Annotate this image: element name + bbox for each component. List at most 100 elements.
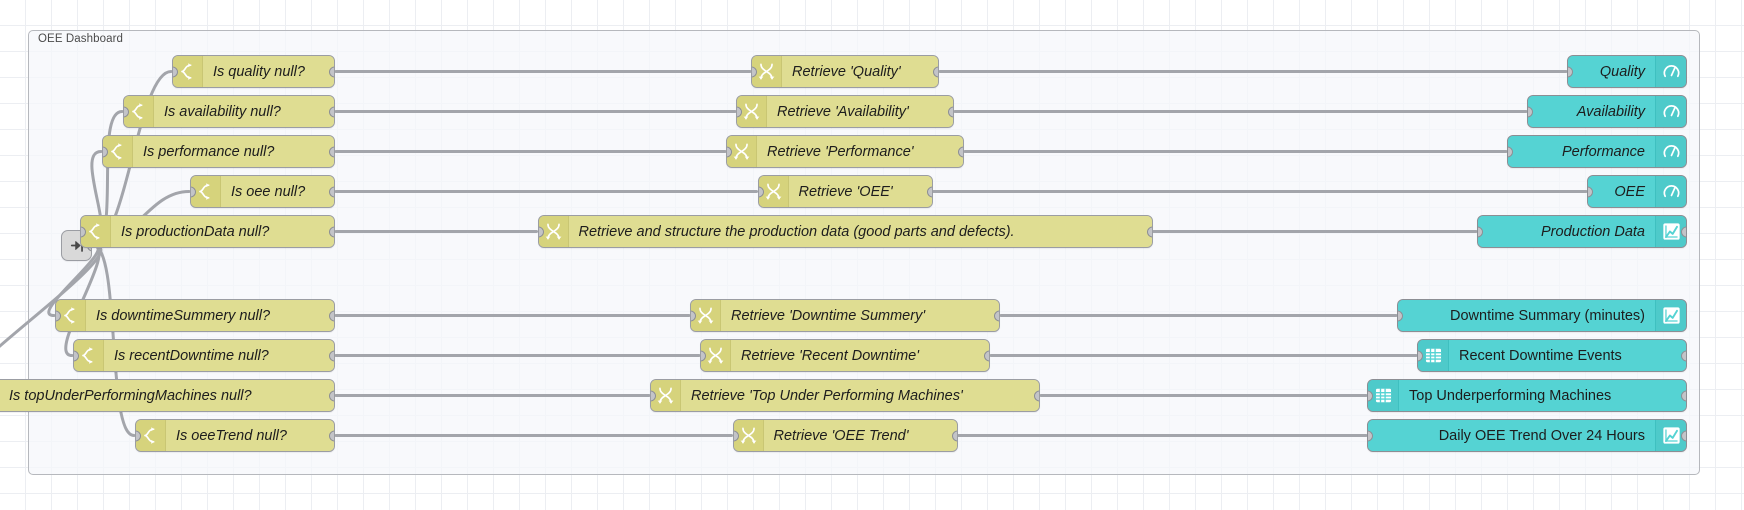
dashboard-widget-node[interactable]: Quality: [1567, 55, 1687, 88]
gauge-icon: [1655, 96, 1686, 127]
output-port[interactable]: [948, 106, 953, 117]
output-port[interactable]: [1146, 226, 1152, 237]
node-label: Is quality null?: [203, 56, 334, 87]
switch-branch-icon: [191, 176, 221, 207]
switch-branch-icon: [103, 136, 133, 167]
node-label: Recent Downtime Events: [1449, 340, 1686, 371]
switch-branch-icon: [136, 420, 166, 451]
switch-branch-icon: [81, 216, 111, 247]
node-label: Retrieve 'Recent Downtime': [731, 340, 989, 371]
switch-node[interactable]: Is oee null?: [190, 175, 335, 208]
output-port[interactable]: [926, 186, 932, 197]
change-node[interactable]: Retrieve 'Availability': [736, 95, 954, 128]
change-swap-icon: [691, 300, 721, 331]
change-node[interactable]: Retrieve 'Quality': [751, 55, 939, 88]
node-label: Production Data: [1478, 216, 1655, 247]
dashboard-widget-node[interactable]: Daily OEE Trend Over 24 Hours: [1367, 419, 1687, 452]
output-port[interactable]: [1681, 226, 1686, 237]
output-port[interactable]: [984, 350, 989, 361]
output-port[interactable]: [329, 186, 334, 197]
switch-node[interactable]: Is recentDowntime null?: [73, 339, 335, 372]
output-port[interactable]: [329, 430, 334, 441]
output-port[interactable]: [329, 66, 334, 77]
output-port[interactable]: [329, 310, 334, 321]
change-node[interactable]: Retrieve 'Top Under Performing Machines': [650, 379, 1040, 412]
output-port[interactable]: [958, 146, 963, 157]
node-label: Retrieve and structure the production da…: [568, 216, 1152, 247]
node-label: Retrieve 'Top Under Performing Machines': [681, 380, 1039, 411]
dashboard-widget-node[interactable]: OEE: [1587, 175, 1687, 208]
node-label: Quality: [1568, 56, 1655, 87]
switch-node[interactable]: Is oeeTrend null?: [135, 419, 335, 452]
change-swap-icon: [538, 216, 569, 247]
node-label: Daily OEE Trend Over 24 Hours: [1368, 420, 1655, 451]
node-label: Retrieve 'Quality': [782, 56, 938, 87]
switch-node[interactable]: Is productionData null?: [80, 215, 335, 248]
switch-branch-icon: [74, 340, 104, 371]
switch-branch-icon: [173, 56, 203, 87]
gauge-icon: [1655, 56, 1686, 87]
node-label: Performance: [1508, 136, 1655, 167]
node-label: Retrieve 'OEE': [788, 176, 932, 207]
output-port[interactable]: [994, 310, 999, 321]
node-label: Is oee null?: [221, 176, 334, 207]
change-node[interactable]: Retrieve 'Performance': [726, 135, 964, 168]
switch-node[interactable]: Is downtimeSummery null?: [55, 299, 335, 332]
node-label: Availability: [1528, 96, 1655, 127]
output-port[interactable]: [1681, 390, 1686, 401]
change-node[interactable]: Retrieve 'Downtime Summery': [690, 299, 1000, 332]
gauge-icon: [1655, 176, 1686, 207]
output-port[interactable]: [329, 106, 334, 117]
output-port[interactable]: [1681, 430, 1686, 441]
table-grid-icon: [1368, 380, 1399, 411]
output-port[interactable]: [329, 350, 334, 361]
switch-node[interactable]: Is performance null?: [102, 135, 335, 168]
node-label: Is performance null?: [133, 136, 334, 167]
node-label: Is availability null?: [154, 96, 334, 127]
dashboard-widget-node[interactable]: Downtime Summary (minutes): [1397, 299, 1687, 332]
output-port[interactable]: [329, 146, 334, 157]
node-label: Is oeeTrend null?: [166, 420, 334, 451]
line-chart-icon: [1655, 216, 1686, 247]
node-label: Retrieve 'Performance': [757, 136, 963, 167]
node-label: Retrieve 'OEE Trend': [763, 420, 957, 451]
change-swap-icon: [651, 380, 681, 411]
dashboard-widget-node[interactable]: Performance: [1507, 135, 1687, 168]
flow-group-label: OEE Dashboard: [38, 33, 124, 45]
output-port[interactable]: [329, 226, 334, 237]
switch-node[interactable]: Is availability null?: [123, 95, 335, 128]
dashboard-widget-node[interactable]: Production Data: [1477, 215, 1687, 248]
switch-branch-icon: [56, 300, 86, 331]
change-swap-icon: [727, 136, 757, 167]
change-swap-icon: [758, 176, 789, 207]
node-label: Is downtimeSummery null?: [86, 300, 334, 331]
node-label: Is recentDowntime null?: [104, 340, 334, 371]
change-node[interactable]: Retrieve and structure the production da…: [537, 215, 1153, 248]
line-chart-icon: [1655, 300, 1686, 331]
switch-node[interactable]: Is quality null?: [172, 55, 335, 88]
dashboard-widget-node[interactable]: Top Underperforming Machines: [1367, 379, 1687, 412]
line-chart-icon: [1655, 420, 1686, 451]
output-port[interactable]: [933, 66, 938, 77]
node-label: Is topUnderPerformingMachines null?: [0, 380, 334, 411]
output-port[interactable]: [329, 390, 334, 401]
output-port[interactable]: [951, 430, 957, 441]
change-node[interactable]: Retrieve 'Recent Downtime': [700, 339, 990, 372]
table-grid-icon: [1418, 340, 1449, 371]
change-node[interactable]: Retrieve 'OEE Trend': [732, 419, 958, 452]
dashboard-widget-node[interactable]: Recent Downtime Events: [1417, 339, 1687, 372]
change-node[interactable]: Retrieve 'OEE': [757, 175, 933, 208]
node-label: OEE: [1588, 176, 1655, 207]
dashboard-widget-node[interactable]: Availability: [1527, 95, 1687, 128]
output-port[interactable]: [1034, 390, 1039, 401]
node-label: Top Underperforming Machines: [1399, 380, 1686, 411]
output-port[interactable]: [1681, 350, 1686, 361]
node-label: Retrieve 'Downtime Summery': [721, 300, 999, 331]
switch-node[interactable]: Is topUnderPerformingMachines null?: [0, 379, 335, 412]
switch-branch-icon: [124, 96, 154, 127]
change-swap-icon: [737, 96, 767, 127]
node-label: Downtime Summary (minutes): [1398, 300, 1655, 331]
node-label: Retrieve 'Availability': [767, 96, 953, 127]
change-swap-icon: [752, 56, 782, 87]
